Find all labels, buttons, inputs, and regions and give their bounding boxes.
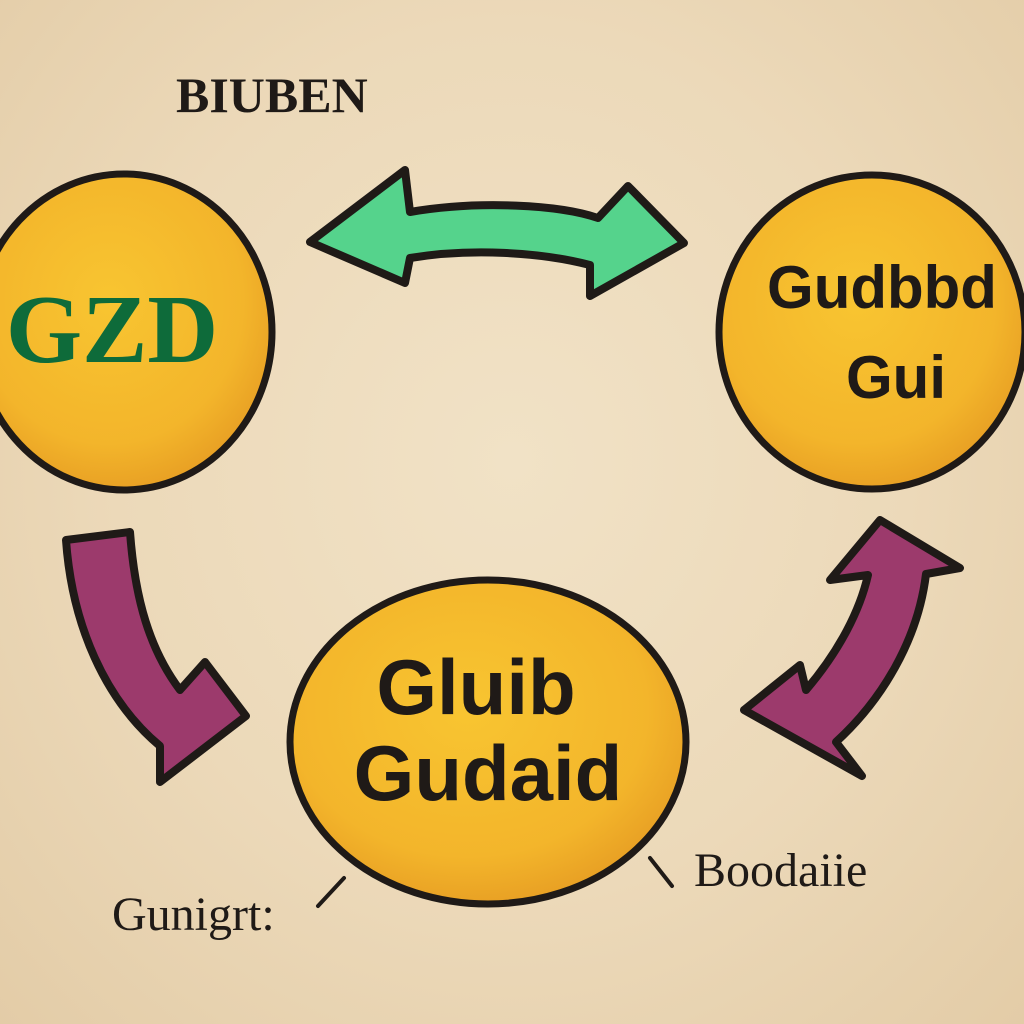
pointer-line-left bbox=[316, 876, 346, 908]
diagram-title: BIUBEN bbox=[176, 67, 368, 123]
node-bottom: Gluib Gudaid bbox=[286, 576, 690, 908]
label-bottom-left: Gunigrt: bbox=[112, 888, 275, 941]
node-left: GZD bbox=[0, 170, 276, 494]
node-bottom-label-line2: Gudaid bbox=[354, 729, 623, 817]
double-arrow-green bbox=[306, 166, 688, 300]
node-right-label-line2: Gui bbox=[846, 344, 946, 411]
pointer-line-right bbox=[648, 856, 674, 888]
node-left-label: GZD bbox=[6, 276, 218, 384]
label-bottom-right: Boodaiie bbox=[694, 844, 867, 897]
node-bottom-label-line1: Gluib bbox=[376, 643, 575, 731]
curved-arrow-left-purple bbox=[62, 528, 250, 786]
curved-arrow-right-purple bbox=[740, 516, 964, 780]
node-right: Gudbbd Gui bbox=[715, 171, 1024, 493]
node-right-label-line1: Gudbbd bbox=[767, 254, 997, 321]
